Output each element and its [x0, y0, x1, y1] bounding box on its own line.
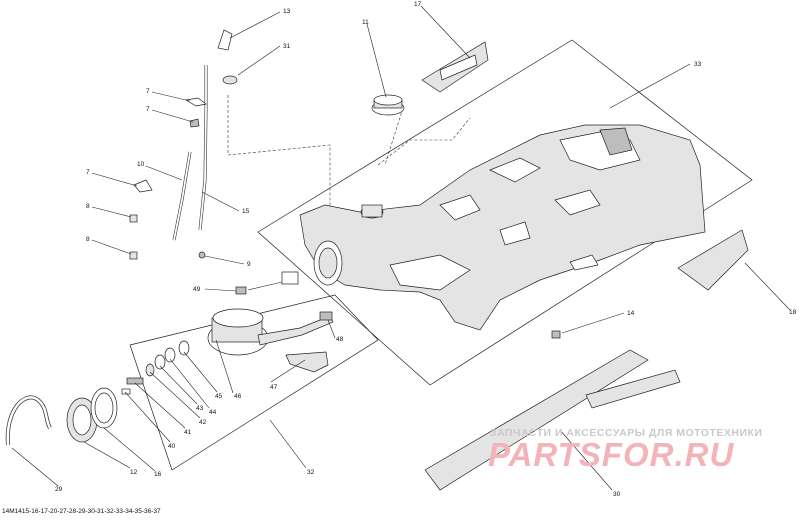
callout-label: 41: [184, 429, 192, 436]
reference-line: [227, 95, 331, 215]
fuel-pump: [207, 308, 334, 356]
rivet: [551, 330, 561, 339]
callout-label: 9: [247, 261, 251, 268]
heat-shield: [421, 41, 489, 93]
callout-label: 46: [234, 393, 242, 400]
tank-cap: [371, 94, 405, 116]
level-sensor: [285, 351, 329, 373]
callout-label: 49: [193, 286, 201, 293]
callout-label: 8: [86, 236, 90, 243]
lock-ring: [66, 387, 118, 443]
callout-label: 12: [130, 469, 138, 476]
reference-line: [377, 117, 471, 166]
leader-lines: [11, 5, 791, 491]
watermark-tagline: ЗАПЧАСТИ И АКСЕССУАРЫ ДЛЯ МОТОТЕХНИКИ: [490, 427, 763, 439]
reference-line: [384, 107, 404, 166]
fuel-tank: [299, 124, 706, 331]
drawing-code: 14M1415-16-17-20-27-28-29-30-31-32-33-34…: [2, 508, 161, 515]
small-clamps: [129, 97, 207, 260]
callout-label: 30: [613, 491, 621, 498]
side-panel: [677, 229, 749, 291]
callout-label: 32: [307, 469, 315, 476]
rubber-pads: [424, 349, 681, 491]
callout-label: 13: [283, 8, 291, 15]
callout-label: 11: [362, 19, 369, 26]
callout-label: 14: [627, 310, 635, 317]
callout-label: 40: [168, 443, 176, 450]
callout-label: 42: [199, 419, 207, 426]
vent-hose-assembly: [172, 29, 238, 241]
pump-seals: [121, 340, 190, 395]
callout-label: 31: [283, 43, 291, 50]
callout-label: 7: [146, 88, 150, 95]
callout-label: 33: [694, 61, 702, 68]
callout-label: 8: [86, 203, 90, 210]
watermark-logo: PARTSFOR.RU: [488, 436, 735, 473]
fuel-line-inner: [6, 396, 52, 446]
callout-label: 18: [789, 309, 797, 316]
callout-label: 45: [215, 393, 223, 400]
callout-label: 7: [86, 169, 90, 176]
callout-label: 16: [154, 471, 162, 478]
callout-label: 48: [336, 336, 344, 343]
callout-label: 44: [209, 409, 217, 416]
callout-label: 29: [55, 486, 63, 493]
callout-label: 17: [414, 1, 422, 8]
pump-connector: [235, 271, 299, 295]
callout-label: 15: [242, 208, 250, 215]
callout-label: 10: [137, 161, 145, 168]
callout-label: 43: [196, 405, 204, 412]
callout-label: 7: [146, 106, 150, 113]
callout-numbers: 13 31 11 17 33 7 7 10 7 15 8 8 9 49 14 1…: [55, 1, 797, 498]
callout-label: 47: [270, 384, 278, 391]
